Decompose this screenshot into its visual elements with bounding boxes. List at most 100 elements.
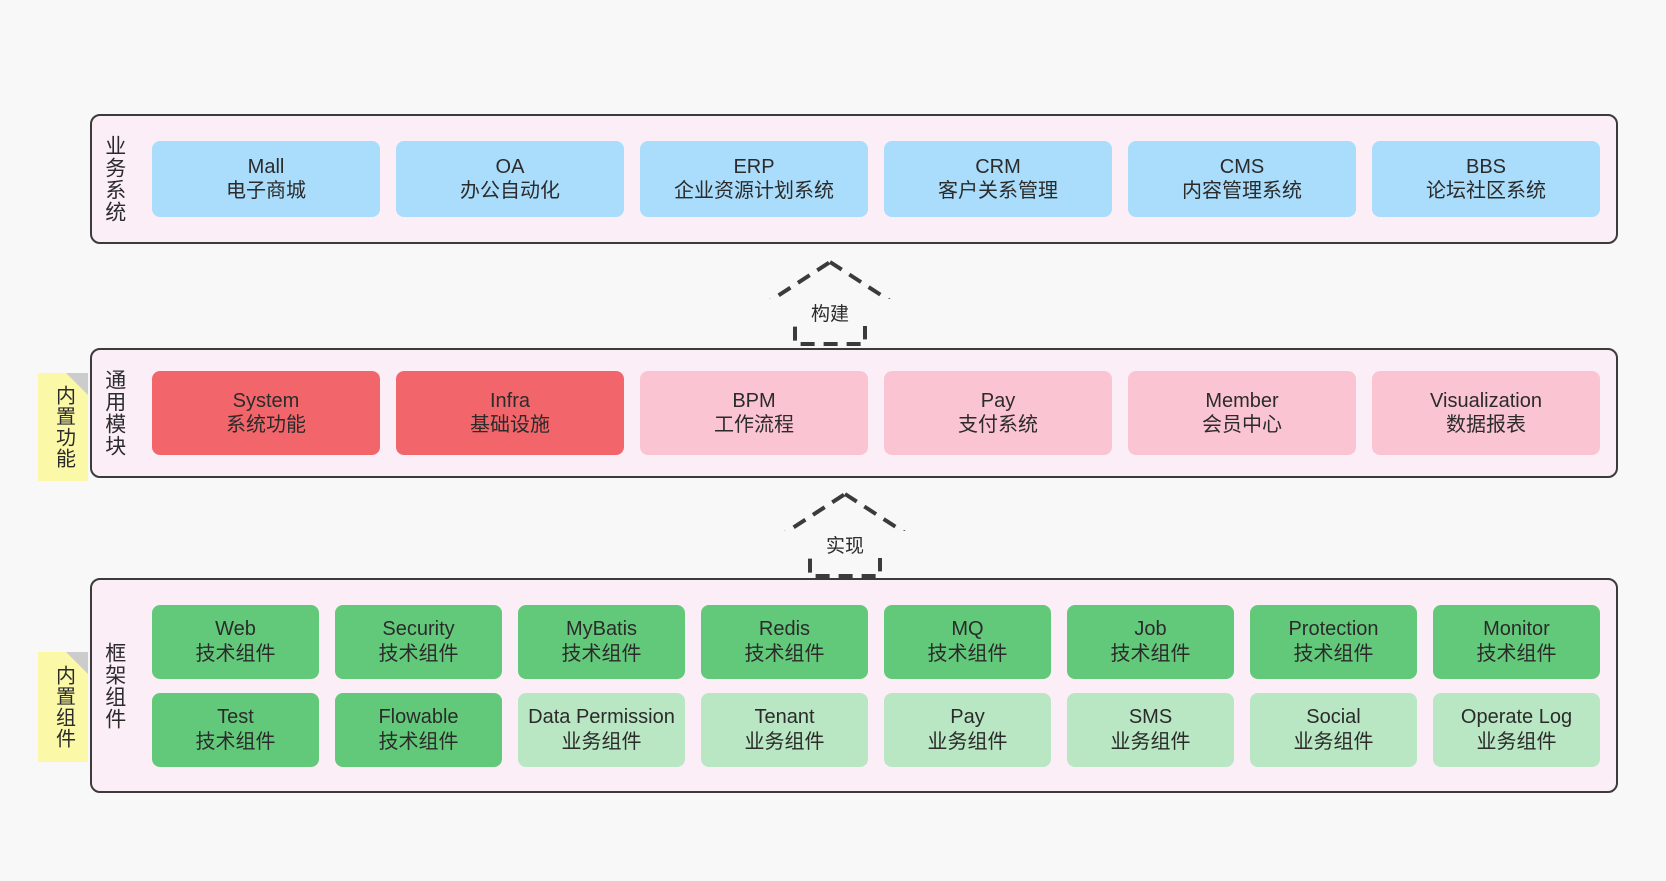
note-fold-corner bbox=[66, 652, 88, 674]
card-title: Web bbox=[215, 618, 256, 641]
card-subtitle: 技术组件 bbox=[195, 642, 276, 665]
card-title: Flowable bbox=[378, 706, 459, 729]
business-system-band: 业务系统 Mall 电子商城 OA 办公自动化 ERP 企业资源计划系统 CRM… bbox=[90, 114, 1618, 244]
card-test[interactable]: Test 技术组件 bbox=[152, 692, 319, 767]
card-subtitle: 内容管理系统 bbox=[1182, 180, 1302, 202]
card-subtitle: 业务组件 bbox=[1293, 730, 1374, 753]
card-social[interactable]: Social 业务组件 bbox=[1250, 692, 1417, 767]
card-subtitle: 业务组件 bbox=[1476, 730, 1557, 753]
card-subtitle: 技术组件 bbox=[561, 642, 642, 665]
arrow-build-label: 构建 bbox=[755, 299, 905, 326]
card-subtitle: 技术组件 bbox=[378, 730, 459, 753]
note-label: 内置功能 bbox=[52, 385, 75, 469]
card-operate-log[interactable]: Operate Log 业务组件 bbox=[1433, 692, 1600, 767]
card-title: Data Permission bbox=[528, 706, 675, 729]
card-bbs[interactable]: BBS 论坛社区系统 bbox=[1372, 141, 1600, 217]
card-title: ERP bbox=[733, 155, 775, 178]
card-member[interactable]: Member 会员中心 bbox=[1128, 371, 1356, 455]
card-title: MyBatis bbox=[565, 618, 638, 641]
card-subtitle: 技术组件 bbox=[744, 642, 825, 665]
arrow-implement: 实现 bbox=[770, 490, 920, 580]
card-subtitle: 业务组件 bbox=[744, 730, 825, 753]
card-title: Pay bbox=[950, 706, 985, 729]
card-subtitle: 数据报表 bbox=[1446, 414, 1526, 436]
card-pay-business[interactable]: Pay 业务组件 bbox=[884, 692, 1051, 767]
card-redis[interactable]: Redis 技术组件 bbox=[701, 604, 868, 679]
card-data-permission[interactable]: Data Permission 业务组件 bbox=[518, 692, 685, 767]
card-subtitle: 技术组件 bbox=[927, 642, 1008, 665]
card-subtitle: 基础设施 bbox=[470, 414, 550, 436]
card-title: Security bbox=[382, 618, 455, 641]
card-subtitle: 工作流程 bbox=[714, 414, 794, 436]
card-subtitle: 技术组件 bbox=[195, 730, 276, 753]
card-crm[interactable]: CRM 客户关系管理 bbox=[884, 141, 1112, 217]
card-title: System bbox=[232, 389, 300, 412]
note-builtin-components: 内置组件 bbox=[38, 652, 88, 762]
common-modules-band: 通用模块 System 系统功能 Infra 基础设施 BPM 工作流程 Pay… bbox=[90, 348, 1618, 478]
card-title: OA bbox=[495, 155, 525, 178]
card-title: MQ bbox=[951, 618, 984, 641]
card-system[interactable]: System 系统功能 bbox=[152, 371, 380, 455]
framework-row-business: Test 技术组件 Flowable 技术组件 Data Permission … bbox=[152, 692, 1600, 767]
card-subtitle: 技术组件 bbox=[1476, 642, 1557, 665]
arrow-build-shape bbox=[755, 259, 905, 346]
card-title: CMS bbox=[1219, 155, 1265, 178]
card-subtitle: 论坛社区系统 bbox=[1426, 180, 1546, 202]
card-title: BPM bbox=[732, 389, 776, 412]
note-builtin-features: 内置功能 bbox=[38, 373, 88, 481]
card-subtitle: 会员中心 bbox=[1202, 414, 1282, 436]
card-title: Visualization bbox=[1430, 389, 1542, 412]
framework-row-tech: Web 技术组件 Security 技术组件 MyBatis 技术组件 Redi… bbox=[152, 604, 1600, 679]
card-mall[interactable]: Mall 电子商城 bbox=[152, 141, 380, 217]
card-subtitle: 技术组件 bbox=[378, 642, 459, 665]
card-title: Mall bbox=[247, 155, 285, 178]
card-subtitle: 系统功能 bbox=[226, 414, 306, 436]
card-title: BBS bbox=[1465, 155, 1507, 178]
card-web[interactable]: Web 技术组件 bbox=[152, 604, 319, 679]
business-system-label: 业务系统 bbox=[102, 135, 126, 223]
card-security[interactable]: Security 技术组件 bbox=[335, 604, 502, 679]
card-pay[interactable]: Pay 支付系统 bbox=[884, 371, 1112, 455]
card-title: CRM bbox=[975, 155, 1021, 178]
card-subtitle: 业务组件 bbox=[927, 730, 1008, 753]
arrow-implement-label: 实现 bbox=[770, 531, 920, 558]
framework-components-grid: Web 技术组件 Security 技术组件 MyBatis 技术组件 Redi… bbox=[136, 580, 1616, 791]
card-protection[interactable]: Protection 技术组件 bbox=[1250, 604, 1417, 679]
card-title: Pay bbox=[980, 389, 1016, 412]
card-title: Member bbox=[1205, 389, 1279, 412]
card-erp[interactable]: ERP 企业资源计划系统 bbox=[640, 141, 868, 217]
card-title: Protection bbox=[1288, 618, 1379, 641]
card-mq[interactable]: MQ 技术组件 bbox=[884, 604, 1051, 679]
card-title: Operate Log bbox=[1460, 706, 1573, 729]
arrow-build: 构建 bbox=[755, 258, 905, 348]
card-job[interactable]: Job 技术组件 bbox=[1067, 604, 1234, 679]
card-subtitle: 办公自动化 bbox=[460, 180, 560, 202]
card-title: SMS bbox=[1128, 706, 1173, 729]
card-mybatis[interactable]: MyBatis 技术组件 bbox=[518, 604, 685, 679]
common-modules-label: 通用模块 bbox=[102, 369, 126, 457]
card-monitor[interactable]: Monitor 技术组件 bbox=[1433, 604, 1600, 679]
card-title: Tenant bbox=[754, 706, 815, 729]
business-system-cards: Mall 电子商城 OA 办公自动化 ERP 企业资源计划系统 CRM 客户关系… bbox=[136, 116, 1616, 242]
note-fold-corner bbox=[66, 373, 88, 395]
card-title: Test bbox=[217, 706, 254, 729]
card-visualization[interactable]: Visualization 数据报表 bbox=[1372, 371, 1600, 455]
card-subtitle: 电子商城 bbox=[226, 180, 306, 202]
card-subtitle: 支付系统 bbox=[958, 414, 1038, 436]
card-subtitle: 技术组件 bbox=[1110, 642, 1191, 665]
card-sms[interactable]: SMS 业务组件 bbox=[1067, 692, 1234, 767]
card-cms[interactable]: CMS 内容管理系统 bbox=[1128, 141, 1356, 217]
card-subtitle: 客户关系管理 bbox=[938, 180, 1058, 202]
card-subtitle: 企业资源计划系统 bbox=[674, 180, 834, 202]
card-title: Job bbox=[1134, 618, 1167, 641]
card-title: Infra bbox=[489, 389, 531, 412]
card-title: Social bbox=[1306, 706, 1361, 729]
card-infra[interactable]: Infra 基础设施 bbox=[396, 371, 624, 455]
card-flowable[interactable]: Flowable 技术组件 bbox=[335, 692, 502, 767]
card-oa[interactable]: OA 办公自动化 bbox=[396, 141, 624, 217]
card-bpm[interactable]: BPM 工作流程 bbox=[640, 371, 868, 455]
note-label: 内置组件 bbox=[52, 665, 75, 749]
card-subtitle: 业务组件 bbox=[1110, 730, 1191, 753]
card-tenant[interactable]: Tenant 业务组件 bbox=[701, 692, 868, 767]
arrow-implement-shape bbox=[770, 491, 920, 578]
